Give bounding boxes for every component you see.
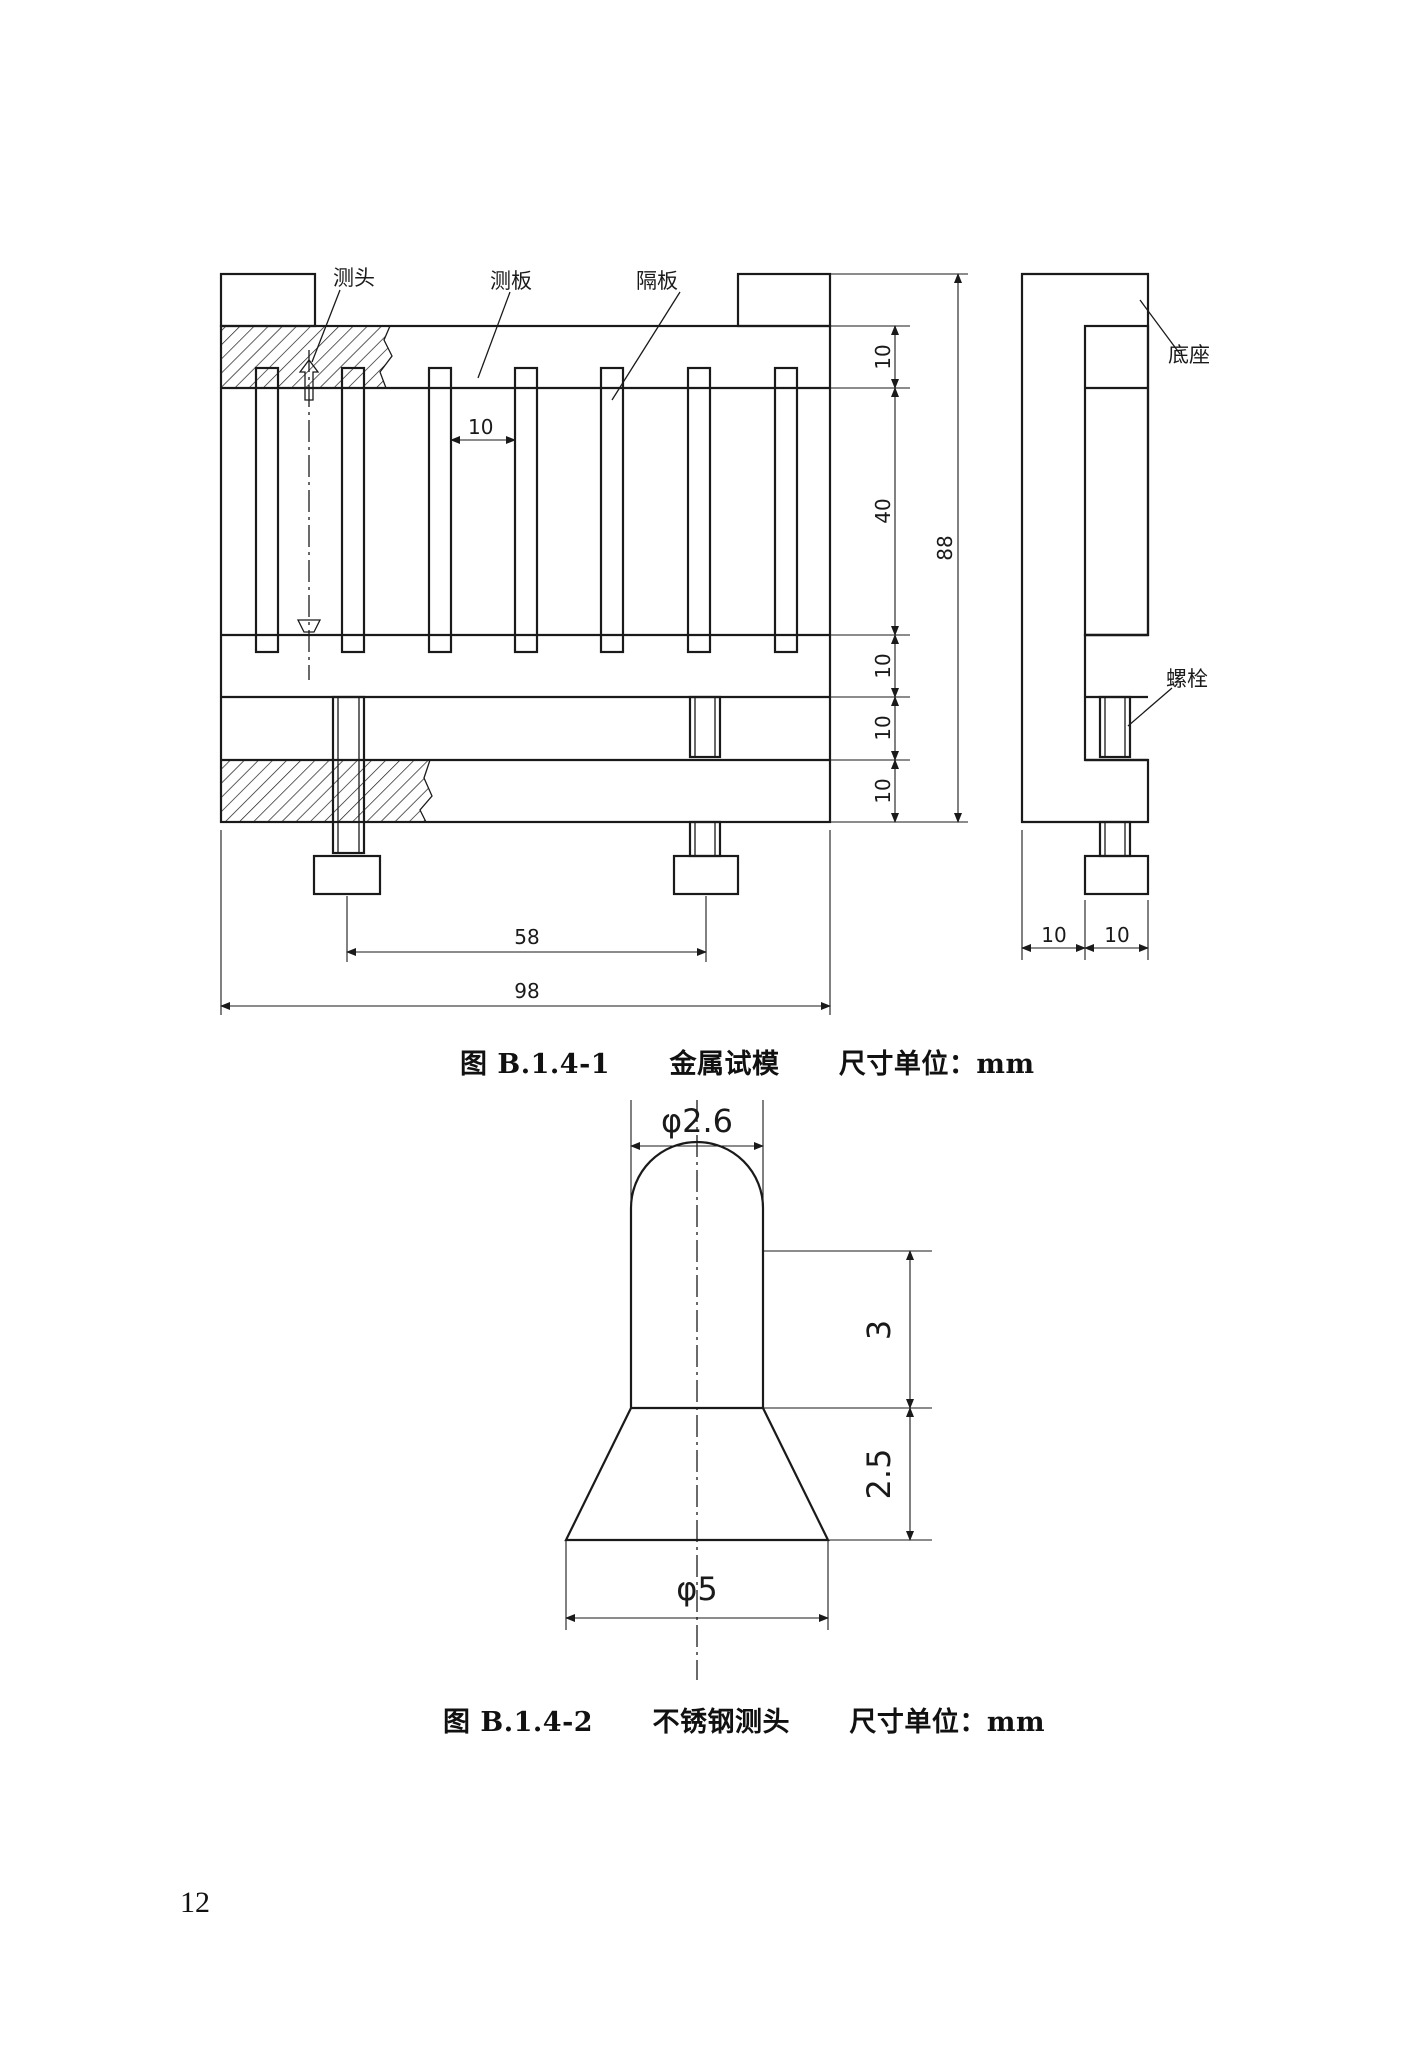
label-probe: 测头 [333, 266, 375, 290]
vertical-dimensions: 10 40 10 10 10 88 [830, 273, 968, 823]
dim-v5: 10 [871, 778, 895, 803]
dim-h2: 2.5 [860, 1449, 898, 1500]
dim-v2: 40 [871, 498, 895, 523]
probe-drawing: φ2.6 3 2.5 φ5 [564, 1100, 932, 1680]
dim-v4: 10 [871, 715, 895, 740]
dim-top-diameter: φ2.6 [661, 1102, 733, 1140]
figure2-caption: 图 B.1.4-2 不锈钢测头 尺寸单位：mm [443, 1700, 1045, 1739]
label-partition-plate: 隔板 [636, 269, 678, 293]
dim-side-2: 10 [1104, 923, 1129, 947]
page-number: 12 [180, 1886, 210, 1919]
dim-h1: 3 [860, 1320, 898, 1340]
dim-total-height: 88 [933, 535, 957, 560]
figure1-caption-id: 图 B.1.4-1 [460, 1049, 611, 1080]
label-bolt: 螺栓 [1166, 667, 1208, 691]
figure1-caption-unit: 尺寸单位：mm [838, 1049, 1035, 1080]
label-measure-plate: 测板 [490, 269, 532, 293]
figure1-caption-title: 金属试模 [669, 1049, 780, 1080]
mold-front-view: 测头 测板 隔板 10 10 40 10 10 10 88 [219, 266, 968, 1015]
dim-gap: 10 [468, 415, 493, 439]
label-base: 底座 [1168, 343, 1210, 367]
dim-bolt-spacing: 58 [514, 925, 539, 949]
dim-total-width: 98 [514, 979, 539, 1003]
dim-bottom-diameter: φ5 [676, 1570, 717, 1608]
partition-plates [254, 366, 799, 654]
dim-v3: 10 [871, 653, 895, 678]
dim-v1: 10 [871, 344, 895, 369]
figure1-caption: 图 B.1.4-1 金属试模 尺寸单位：mm [460, 1042, 1035, 1081]
figure2-caption-title: 不锈钢测头 [652, 1707, 790, 1738]
horizontal-dimensions: 58 98 [220, 830, 831, 1015]
mold-side-view: 底座 螺栓 10 10 [1020, 272, 1210, 960]
figure2-caption-unit: 尺寸单位：mm [849, 1707, 1046, 1738]
bolts [312, 695, 740, 896]
figure2-caption-id: 图 B.1.4-2 [443, 1707, 594, 1738]
dim-side-1: 10 [1041, 923, 1066, 947]
